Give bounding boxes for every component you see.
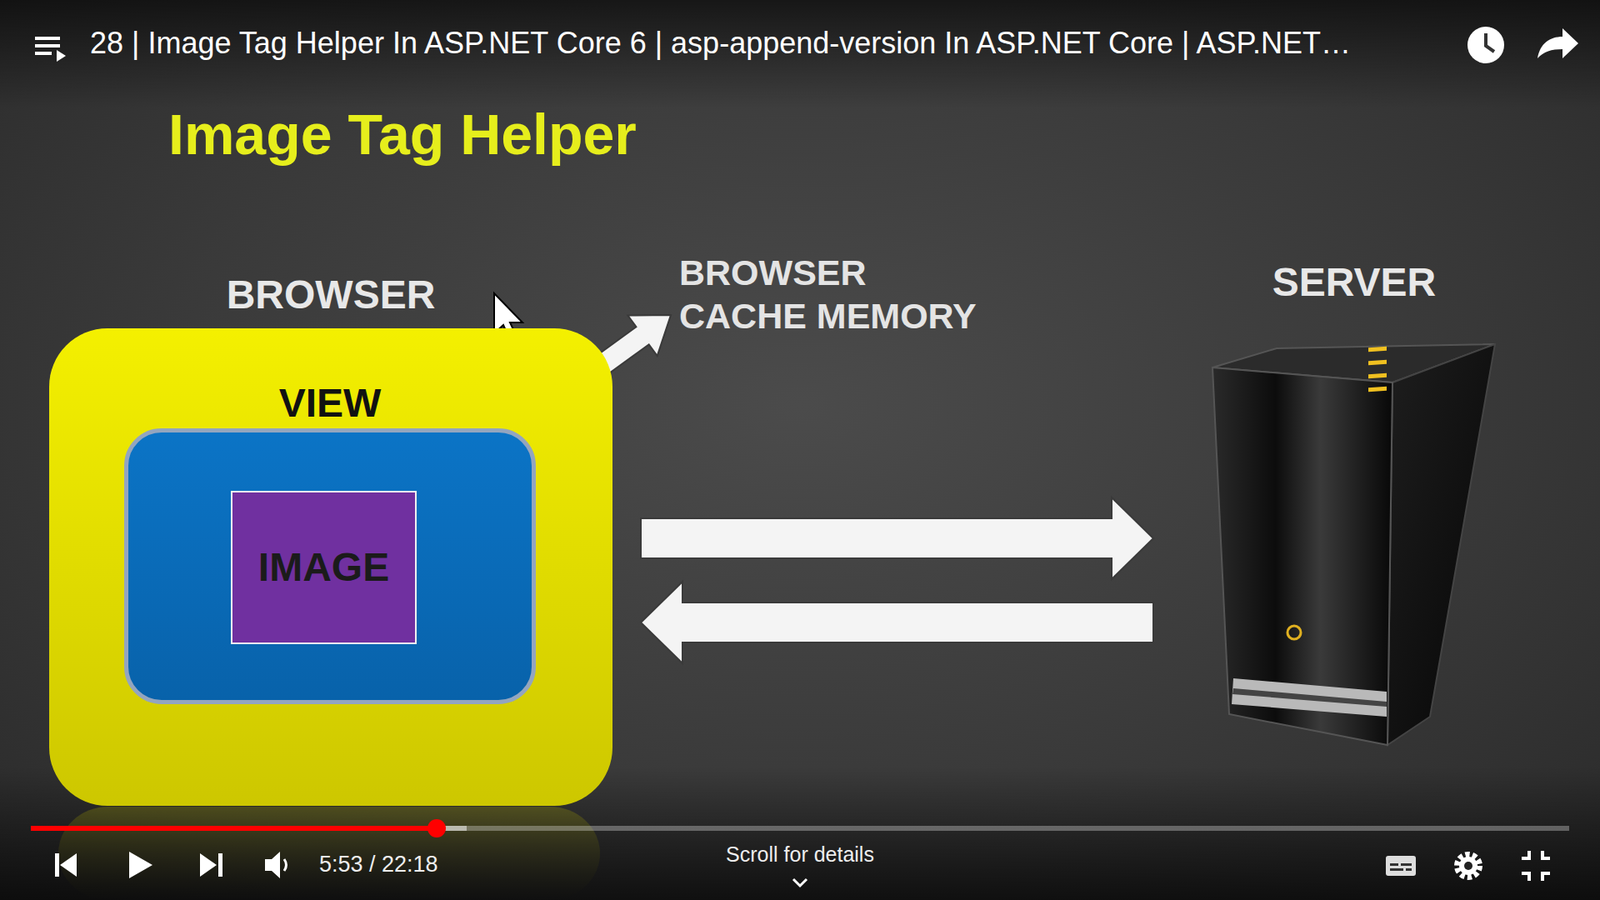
view-box: VIEW IMAGE (124, 379, 536, 705)
cache-label-box: BROWSER CACHE MEMORY (679, 248, 988, 341)
image-box: IMAGE (230, 490, 417, 645)
settings-icon (1459, 856, 1478, 875)
volume-icon (265, 851, 280, 879)
power-button (1287, 625, 1301, 640)
box-text: IMAGE (258, 543, 390, 592)
playlist-icon (35, 44, 60, 48)
progress-handle (427, 819, 446, 838)
volume-icon (284, 859, 287, 871)
progress-buffer (30, 825, 467, 831)
playlist-icon (35, 36, 60, 40)
exit-fullscreen-icon (1542, 873, 1550, 881)
next-icon (218, 853, 223, 877)
subtitles-icon (1390, 863, 1399, 866)
box-text: BROWSER CACHE MEMORY (679, 251, 988, 338)
server-box: SERVER (1208, 258, 1500, 750)
server-stripe (1231, 678, 1387, 717)
progress-track (30, 825, 1570, 831)
progress-played (30, 825, 437, 831)
time-display: 5:53 / 22:18 (319, 850, 439, 878)
slide-title: Image Tag Helper (168, 101, 637, 167)
settings-icon (1457, 855, 1480, 877)
server-led (1368, 386, 1387, 393)
server-side (1387, 344, 1495, 745)
next-icon (200, 853, 217, 877)
block-arrow (640, 497, 1154, 580)
subtitles-icon (1405, 868, 1412, 871)
server-stripe-line (1232, 688, 1387, 707)
server-led (1368, 346, 1387, 353)
exit-fullscreen-icon (1521, 850, 1530, 859)
watch-later-icon (1467, 26, 1505, 64)
subtitles-icon (1400, 863, 1412, 866)
play-icon (129, 851, 153, 879)
previous-icon (60, 853, 77, 877)
scroll-chevron (793, 879, 807, 886)
exit-fullscreen-icon (1521, 873, 1530, 881)
box-heading: BROWSER (49, 270, 613, 320)
subtitles-icon (1385, 855, 1416, 876)
scroll-hint: Scroll for details (725, 841, 875, 867)
previous-icon (55, 853, 60, 877)
box-heading: VIEW (124, 379, 536, 428)
server-led (1368, 360, 1387, 366)
browser-box: BROWSER VIEW IMAGE (49, 270, 613, 806)
box-heading: SERVER (1208, 258, 1500, 307)
top-shade (0, 0, 1600, 109)
share-icon (1537, 28, 1579, 59)
server-front (1212, 367, 1393, 745)
server-led (1368, 373, 1387, 380)
video-title: 28 | Image Tag Helper In ASP.NET Core 6 … (90, 25, 1351, 61)
subtitles-icon (1390, 868, 1404, 871)
playlist-icon (35, 51, 52, 55)
watch-later-icon (1485, 33, 1495, 52)
settings-icon (1464, 861, 1473, 870)
exit-fullscreen-icon (1542, 850, 1550, 859)
playlist-icon (56, 50, 66, 62)
block-arrow (640, 581, 1154, 664)
